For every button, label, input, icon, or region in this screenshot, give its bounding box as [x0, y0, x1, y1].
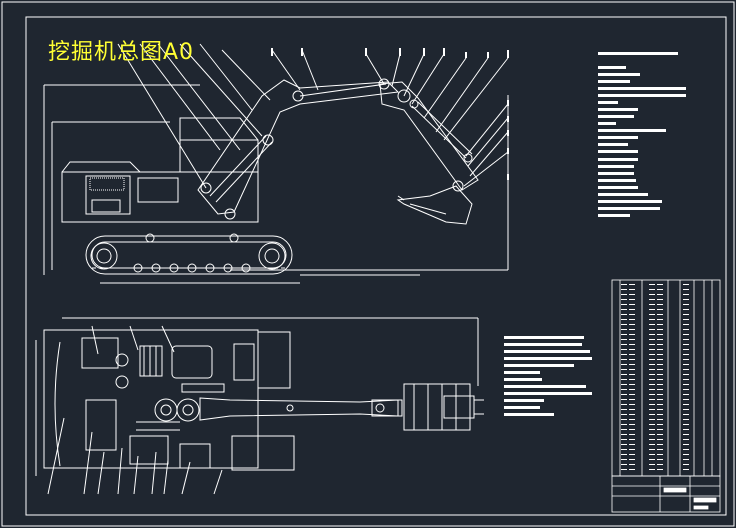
track-left	[231, 435, 295, 471]
boom-top	[199, 397, 399, 421]
bucket-cylinder	[411, 105, 467, 159]
side-view	[43, 43, 509, 284]
swing-gear	[154, 398, 178, 422]
boom	[197, 79, 400, 215]
technical-notes	[504, 52, 686, 416]
arm-cylinder	[299, 83, 387, 97]
top-view	[35, 317, 484, 495]
arm	[379, 81, 479, 191]
engine-grille	[89, 177, 125, 191]
parts-list-table	[611, 279, 721, 513]
drawing-title: 挖掘机总图A0	[48, 40, 195, 65]
control-valve	[139, 345, 163, 377]
track-right	[257, 331, 291, 389]
drive-sprocket	[90, 242, 118, 270]
crawler-track	[85, 235, 293, 275]
idler-wheel	[258, 242, 286, 270]
boom-cylinder	[209, 135, 267, 197]
upper-structure-top	[43, 329, 259, 469]
bucket-top	[403, 383, 471, 431]
title-block	[611, 475, 721, 513]
part-number-ticks	[271, 48, 509, 180]
bucket	[396, 185, 473, 225]
inner-border	[25, 16, 727, 516]
